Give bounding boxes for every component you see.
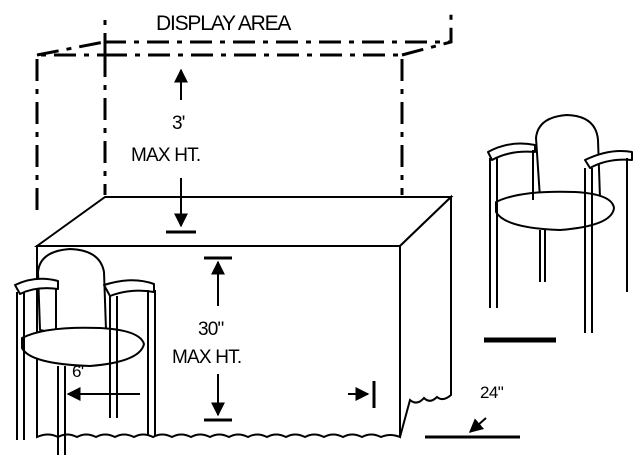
table-height-label: MAX HT. [172,347,241,368]
table-height-value: 30" [198,319,224,340]
display-height-dimension [166,68,196,234]
table-length-dimension [66,381,376,408]
chair-rear-seat [495,190,615,231]
chair-front-arm-left [14,277,59,295]
display-area-outline [35,12,453,210]
chair-front-back [37,248,107,335]
draped-table [33,194,454,439]
table-depth-value: 24" [480,383,504,402]
chair-rear [484,114,633,343]
table-height-dimension [204,256,232,422]
table-depth-arrow [468,417,487,433]
chair-front-seat [21,326,145,367]
display-height-label: MAX HT. [131,145,200,166]
chair-rear-arm-right [584,150,633,169]
chair-front [14,248,156,455]
chair-rear-arm-left [487,142,536,161]
table-depth-dimension [425,417,520,439]
table-length-value: 6' [72,362,84,381]
display-area-title: DISPLAY AREA [156,12,291,35]
display-height-value: 3' [172,113,185,134]
